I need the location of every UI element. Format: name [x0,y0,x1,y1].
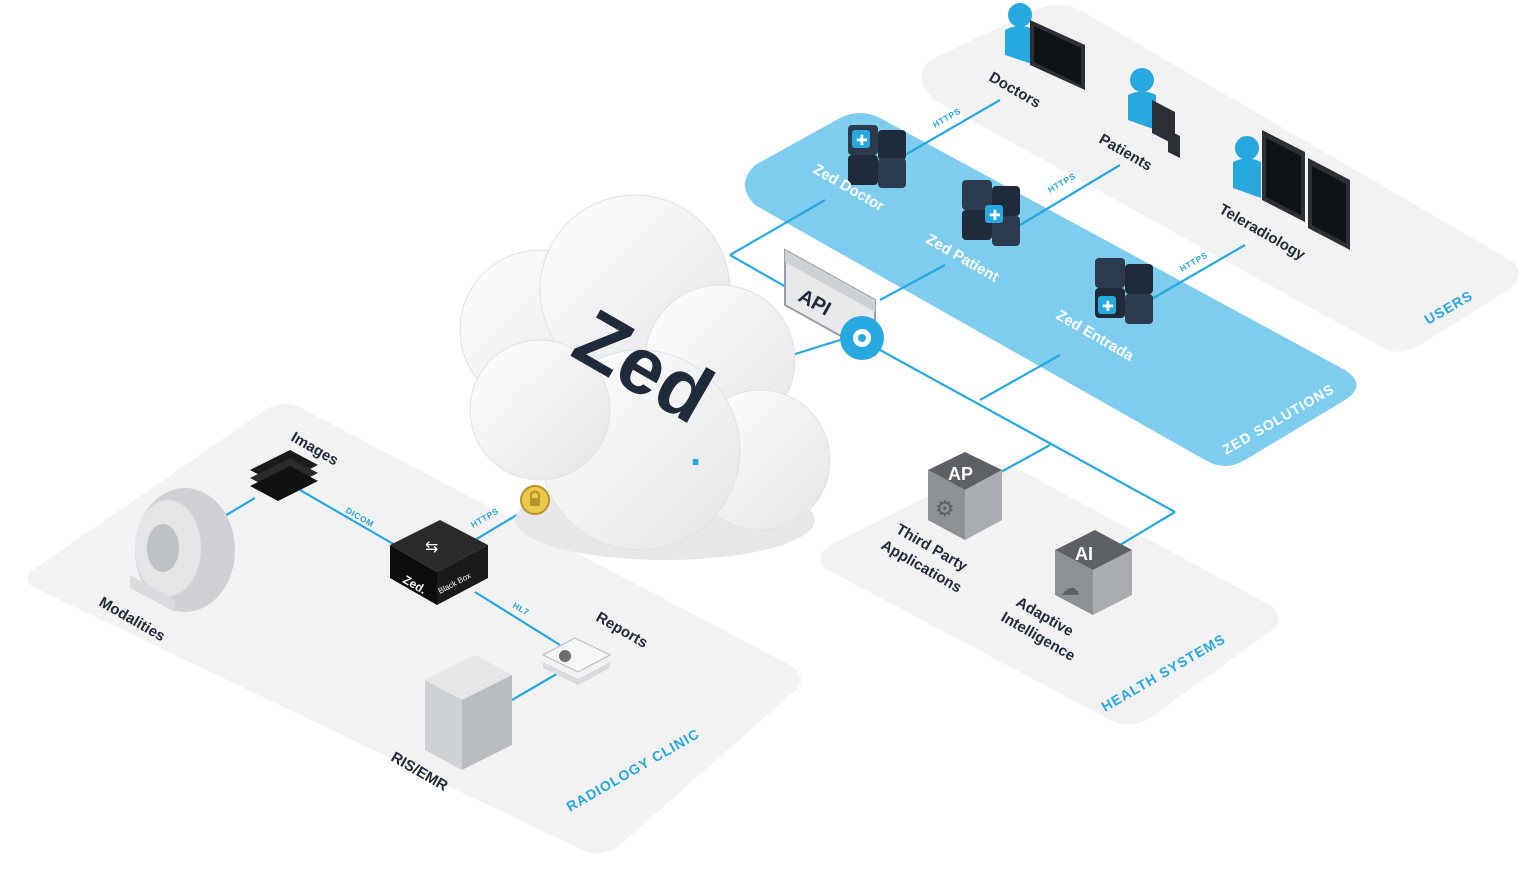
images-stack-icon [250,450,318,501]
zed-patient-cube: ✚ [962,180,1020,246]
reports-icon [541,637,612,685]
transfer-arrows-icon: ⇆ [425,539,438,556]
proto-https-teleradiology: HTTPS [1178,250,1209,274]
doctors-icon [1005,3,1085,90]
server-icon [425,655,512,770]
brain-icon: ☁ [1060,578,1080,600]
teleradiology-icon [1233,130,1350,250]
lock-icon [520,485,550,515]
zed-doctor-cube: ✚ [848,125,906,188]
gear-icon: ⚙ [935,496,955,521]
ai-cube: AI ☁ [1055,530,1132,615]
proto-https-patients: HTTPS [1046,171,1077,195]
modality-scanner-icon [130,488,235,612]
zed-cloud: Zed . [459,194,831,560]
zed-logo-dot: . [690,430,701,474]
health-systems-zone [820,465,1279,725]
patients-icon [1128,68,1180,158]
third-party-app-cube: AP ⚙ [928,452,1002,540]
api-gateway: API [784,248,884,360]
users-zone [921,4,1519,352]
medical-cross-icon: ✚ [989,207,1001,223]
zed-solutions-zone [745,113,1357,466]
medical-cross-icon: ✚ [856,132,868,148]
medical-cross-icon: ✚ [1102,298,1114,314]
ap-badge: AP [948,464,973,484]
ai-badge: AI [1075,544,1093,564]
zed-entrada-cube: ✚ [1095,258,1153,324]
proto-https-doctors: HTTPS [931,106,962,130]
gear-icon [840,316,884,360]
